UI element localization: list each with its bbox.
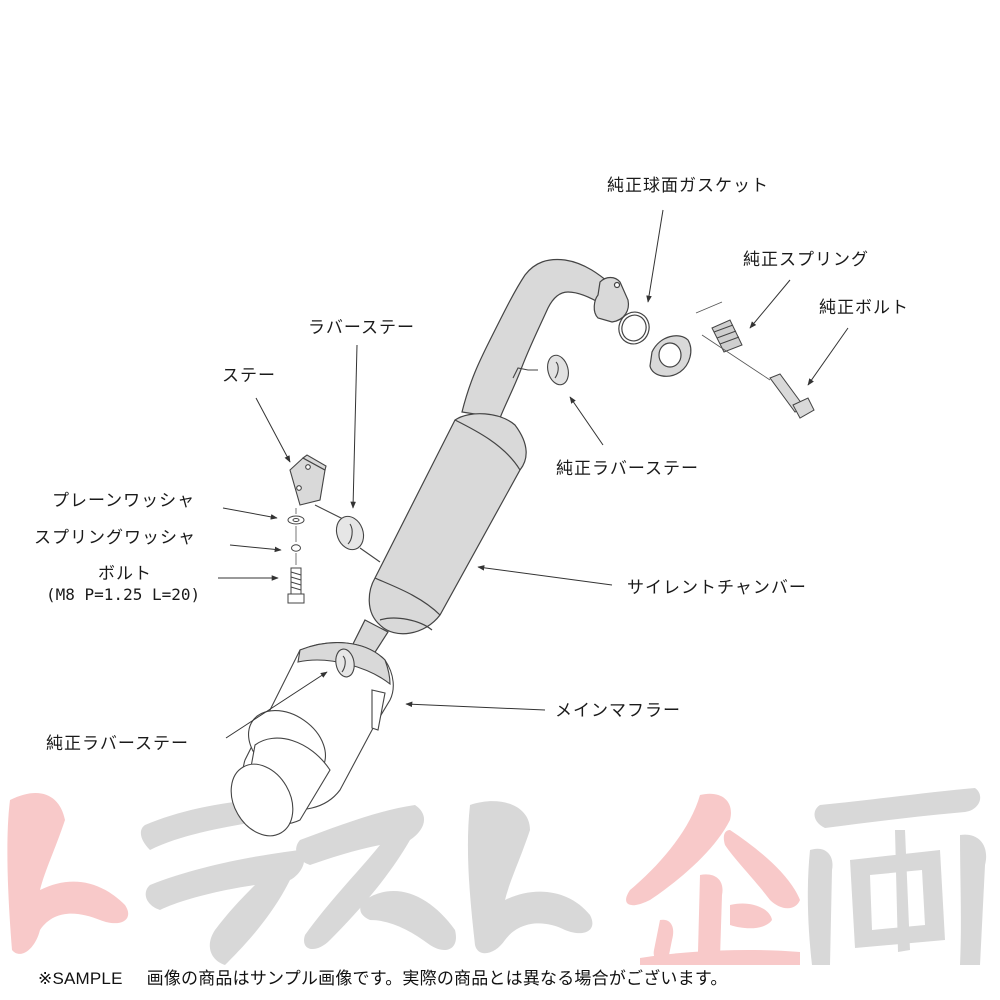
oem-spring xyxy=(711,319,743,353)
mounting-bolt xyxy=(287,567,305,604)
rubber-stay xyxy=(335,515,381,563)
label-stay: ステー xyxy=(222,366,276,386)
label-silent-chamber: サイレントチャンバー xyxy=(627,578,807,598)
leader-lines xyxy=(218,209,849,739)
watermark-char-to xyxy=(7,792,129,954)
label-rubber-stay: ラバーステー xyxy=(308,318,415,338)
label-plain-washer: プレーンワッシャ xyxy=(52,491,196,511)
stay-bracket xyxy=(289,454,346,521)
plain-washer xyxy=(287,515,305,525)
silent-chamber xyxy=(368,413,527,635)
main-muffler xyxy=(230,642,394,837)
front-pipe xyxy=(461,258,613,419)
watermark-logo: トラスト企画 xyxy=(7,788,987,965)
sample-mark: ※SAMPLE xyxy=(38,969,123,988)
spherical-gasket xyxy=(618,311,650,345)
label-main-muffler: メインマフラー xyxy=(555,701,681,721)
rear-flange xyxy=(649,335,692,377)
oem-bolt xyxy=(769,373,815,419)
watermark-char-ki xyxy=(626,793,800,965)
disclaimer-text: 画像の商品はサンプル画像です。実際の商品とは異なる場合がございます。 xyxy=(146,969,728,989)
watermark-char-su xyxy=(296,805,456,950)
label-bolt: ボルト xyxy=(98,564,152,584)
label-oem-rubber-stay-lower: 純正ラバーステー xyxy=(46,734,189,754)
label-oem-bolt: 純正ボルト xyxy=(819,298,909,318)
front-flange xyxy=(593,276,630,323)
watermark-char-to-2 xyxy=(467,801,593,954)
oem-rubber-stay-upper xyxy=(512,354,569,386)
label-oem-spring: 純正スプリング xyxy=(743,250,869,270)
label-bolt-spec: (M8 P=1.25 L=20) xyxy=(46,585,201,604)
sample-disclaimer: ※SAMPLE 画像の商品はサンプル画像です。実際の商品とは異なる場合がございます… xyxy=(38,964,728,989)
label-oem-spherical-gasket: 純正球面ガスケット xyxy=(607,176,769,196)
spring-washer xyxy=(291,544,301,552)
watermark-char-ga xyxy=(807,788,987,965)
label-spring-washer: スプリングワッシャ xyxy=(34,528,196,548)
label-oem-rubber-stay-upper: 純正ラバーステー xyxy=(556,459,699,479)
